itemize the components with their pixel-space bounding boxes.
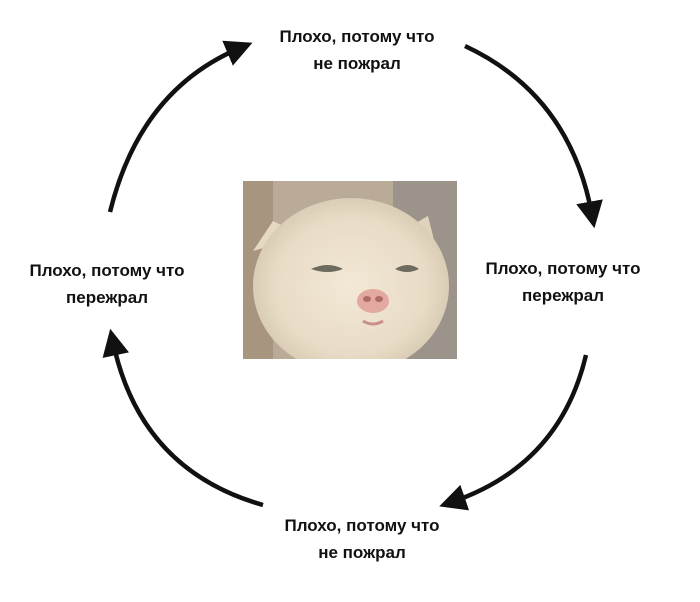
node-right: Плохо, потому что пережрал	[486, 255, 641, 309]
sad-kitten-image	[243, 181, 457, 359]
node-left-line2: пережрал	[65, 288, 149, 307]
arrow-left-to-top	[107, 40, 253, 213]
node-left: Плохо, потому что пережрал	[30, 257, 185, 311]
node-right-line2: пережрал	[521, 286, 605, 305]
node-top: Плохо, потому что не пожрал	[280, 23, 435, 77]
arrow-top-to-right	[464, 43, 603, 229]
node-top-line1: Плохо, потому что	[279, 27, 435, 46]
arrow-bottom-to-left	[102, 328, 264, 508]
node-top-line2: не пожрал	[313, 54, 401, 73]
arrow-right-to-bottom	[439, 354, 589, 511]
node-bottom: Плохо, потому что не пожрал	[285, 512, 440, 566]
node-right-line1: Плохо, потому что	[485, 259, 641, 278]
node-bottom-line1: Плохо, потому что	[284, 516, 440, 535]
node-left-line1: Плохо, потому что	[29, 261, 185, 280]
node-bottom-line2: не пожрал	[318, 543, 406, 562]
